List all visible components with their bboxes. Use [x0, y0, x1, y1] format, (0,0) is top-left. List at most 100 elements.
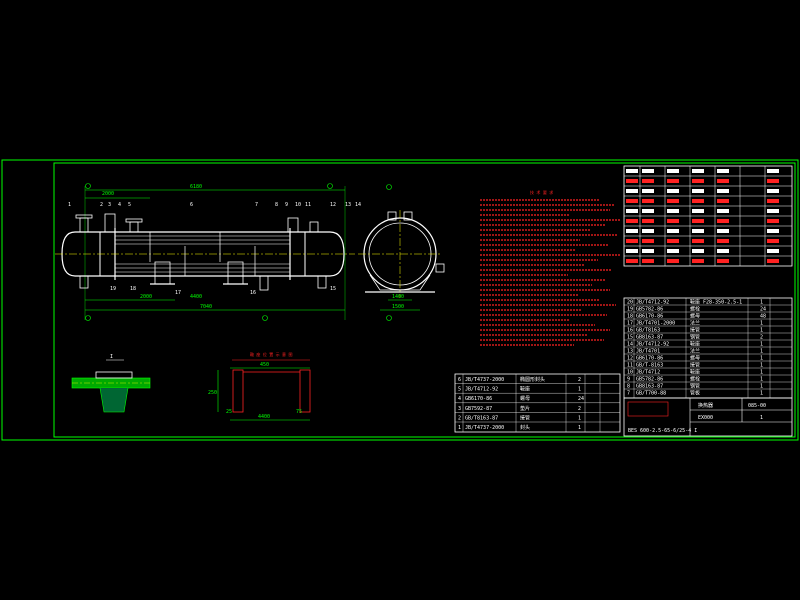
technical-notes: 技 术 要 求	[480, 189, 620, 346]
balloon-17: 17	[175, 290, 181, 296]
parts-row-no: 12	[627, 356, 633, 362]
dim-left: 2000	[140, 294, 152, 300]
bottom-row-std: GB6170-86	[465, 396, 492, 402]
parts-row-name: 钢管	[690, 334, 700, 341]
saddle-length: 4400	[258, 414, 270, 420]
balloon-2: 2	[100, 202, 103, 208]
parts-row-std: JB/T4712-92	[636, 300, 669, 306]
parts-row-std: GB6170-86	[636, 314, 663, 320]
parts-row-no: 7	[627, 391, 630, 397]
drawing-code-no: EX000	[698, 415, 713, 421]
parts-row-name: 螺栓	[690, 376, 700, 383]
parts-row-no: 8	[627, 384, 630, 390]
balloon-6: 6	[190, 202, 193, 208]
bottom-row-name: 螺母	[520, 395, 530, 402]
title-block: 换热器 085-00 EX000 1 BES 600-2.5-65-6/25-4…	[623, 397, 793, 437]
bottom-row-qty: 1	[578, 425, 581, 431]
balloon-16: 16	[250, 290, 256, 296]
parts-row-qty: 1	[760, 377, 763, 383]
balloon-7: 7	[255, 202, 258, 208]
parts-row-no: 20	[627, 300, 633, 306]
bottom-row-std: JB/T4712-92	[465, 387, 498, 393]
bottom-row-name: 鞍座	[520, 386, 530, 393]
parts-row-no: 14	[627, 342, 633, 348]
parts-row-name: 管板	[690, 390, 700, 397]
parts-row-name: 钢管	[690, 383, 700, 390]
balloon-13: 13	[345, 202, 351, 208]
balloon-8: 8	[275, 202, 278, 208]
parts-row-std: GB/T-8163	[636, 363, 663, 369]
drawing-title: 换热器	[698, 402, 713, 409]
bottom-row-qty: 1	[578, 415, 581, 421]
balloon-19: 19	[110, 286, 116, 292]
detail-view: I	[71, 354, 151, 413]
balloon-11: 11	[305, 202, 311, 208]
parts-row-no: 10	[627, 370, 633, 376]
parts-row-name: 接管	[690, 362, 700, 369]
parts-row-qty: 24	[760, 307, 766, 313]
bottom-row-no: 2	[458, 415, 461, 421]
parts-row-std: JB/T4712-92	[636, 342, 669, 348]
design-data-table	[623, 165, 793, 267]
parts-row-std: JB/T4712	[636, 370, 660, 376]
parts-row-std: GB8163-87	[636, 384, 663, 390]
parts-row-name: 法兰	[690, 320, 700, 327]
parts-row-no: 11	[627, 363, 633, 369]
parts-row-qty: 1	[760, 328, 763, 334]
parts-row-no: 18	[627, 314, 633, 320]
saddle-height: 250	[208, 390, 217, 396]
parts-row-qty: 1	[760, 370, 763, 376]
parts-row-no: 9	[627, 377, 630, 383]
parts-row-qty: 1	[760, 300, 763, 306]
section-view: 1400 1500	[358, 184, 445, 321]
dim-top-a: 2000	[102, 191, 114, 197]
parts-row-no: 16	[627, 328, 633, 334]
parts-row-qty: 48	[760, 314, 766, 320]
saddle-title: 鞍 座 位 置 示 意 图	[250, 351, 292, 357]
bottom-row-std: JB/T4737-2000	[465, 425, 504, 431]
saddle-right: 75	[296, 409, 302, 415]
parts-row-std: GB/T700-88	[636, 391, 666, 397]
parts-row-std: GB8163-87	[636, 335, 663, 341]
section-dim-b: 1500	[392, 304, 404, 310]
dim-total: 7040	[200, 304, 212, 310]
balloon-14: 14	[355, 202, 361, 208]
parts-row-qty: 1	[760, 391, 763, 397]
parts-row-qty: 1	[760, 384, 763, 390]
front-view: 2000 6180	[55, 183, 355, 321]
drawing-code: BES 600-2.5-65-6/25-4 I	[628, 428, 697, 434]
parts-row-name: 鞍座	[690, 341, 700, 348]
balloon-5: 5	[128, 202, 131, 208]
parts-row-no: 17	[627, 321, 633, 327]
bottom-row-no: 6	[458, 377, 461, 383]
bottom-row-std: JB/T4737-2000	[465, 377, 504, 383]
parts-row-qty: 1	[760, 356, 763, 362]
bottom-row-name: 封头	[520, 424, 530, 431]
parts-row-qty: 1	[760, 342, 763, 348]
balloon-10: 10	[295, 202, 301, 208]
balloon-3: 3	[108, 202, 111, 208]
saddle-left: 25	[226, 409, 232, 415]
dim-top-b: 6180	[190, 184, 202, 190]
saddle-top-dim: 450	[260, 362, 269, 368]
parts-row-name: 法兰	[690, 348, 700, 355]
parts-row-qty: 2	[760, 335, 763, 341]
dim-mid: 4400	[190, 294, 202, 300]
parts-row-std: JB/T4701-2000	[636, 321, 675, 327]
inner-frame	[53, 162, 796, 438]
parts-row-qty: 1	[760, 363, 763, 369]
balloon-12: 12	[330, 202, 336, 208]
balloon-15: 15	[330, 286, 336, 292]
bottom-row-std: GB/T8163-87	[465, 415, 498, 421]
bottom-row-no: 5	[458, 387, 461, 393]
bottom-row-no: 4	[458, 396, 461, 402]
parts-row-qty: 1	[760, 321, 763, 327]
parts-row-std: GB5782-86	[636, 307, 663, 313]
parts-row-name: 螺母	[690, 355, 700, 362]
parts-row-std: GB6170-86	[636, 356, 663, 362]
balloon-9: 9	[285, 202, 288, 208]
balloon-18: 18	[130, 286, 136, 292]
